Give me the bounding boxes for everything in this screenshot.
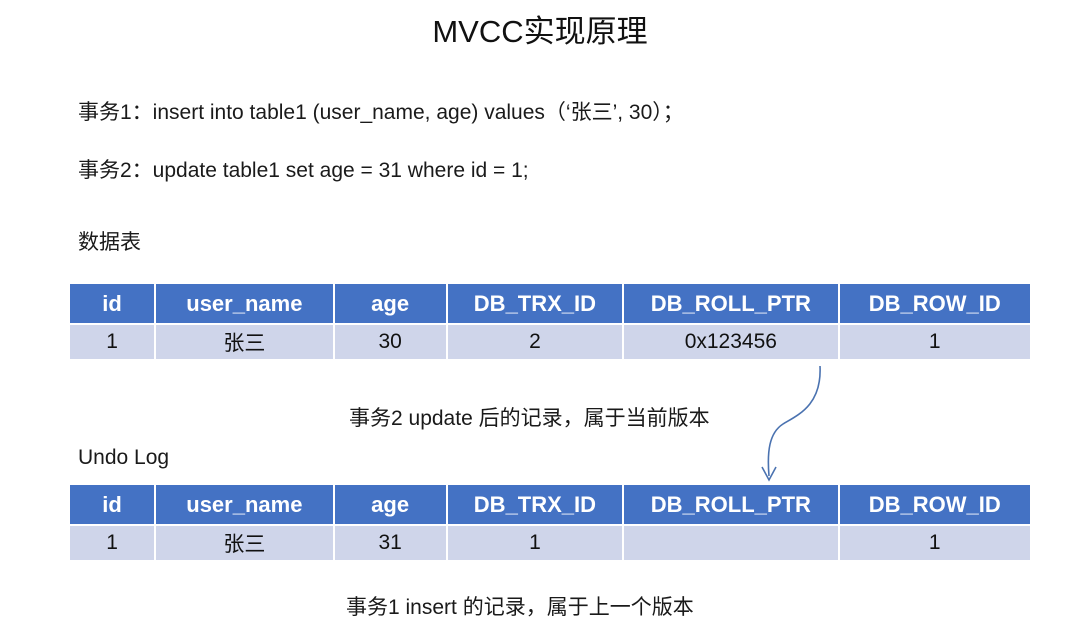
undo-table-header-row: id user_name age DB_TRX_ID DB_ROLL_PTR D… (70, 485, 1030, 524)
header-age: age (334, 485, 446, 524)
table-row: 1 张三 30 2 0x123456 1 (70, 325, 1030, 359)
transaction-2-text: 事务2：update table1 set age = 31 where id … (78, 159, 529, 182)
header-db-row-id: DB_ROW_ID (839, 485, 1030, 524)
cell-id: 1 (70, 325, 155, 359)
table-row: 1 张三 31 1 1 (70, 526, 1030, 560)
cell-db-roll-ptr: 0x123456 (624, 325, 838, 359)
cell-user-name: 张三 (156, 325, 333, 359)
undo-log-label: Undo Log (78, 446, 170, 469)
cell-age: 30 (334, 325, 446, 359)
cell-db-row-id: 1 (839, 325, 1030, 359)
roll-pointer-arrow-line (767, 365, 821, 477)
data-table-header-row: id user_name age DB_TRX_ID DB_ROLL_PTR D… (70, 284, 1030, 323)
header-db-trx-id: DB_TRX_ID (447, 284, 623, 323)
header-user-name: user_name (156, 284, 333, 323)
data-table-label: 数据表 (78, 231, 141, 254)
previous-version-caption: 事务1 insert 的记录，属于上一个版本 (346, 596, 694, 619)
cell-db-trx-id: 1 (447, 526, 623, 560)
undo-log-table: id user_name age DB_TRX_ID DB_ROLL_PTR D… (68, 483, 1032, 562)
roll-pointer-arrow-head (761, 466, 777, 482)
cell-db-roll-ptr (624, 526, 838, 560)
cell-age: 31 (334, 526, 446, 560)
page-title: MVCC实现原理 (432, 14, 648, 49)
header-db-roll-ptr: DB_ROLL_PTR (624, 284, 838, 323)
header-age: age (334, 284, 446, 323)
header-db-roll-ptr: DB_ROLL_PTR (624, 485, 838, 524)
header-db-trx-id: DB_TRX_ID (447, 485, 623, 524)
data-table: id user_name age DB_TRX_ID DB_ROLL_PTR D… (68, 282, 1032, 361)
transaction-1-text: 事务1：insert into table1 (user_name, age) … (78, 101, 684, 124)
cell-id: 1 (70, 526, 155, 560)
header-user-name: user_name (156, 485, 333, 524)
current-version-caption: 事务2 update 后的记录，属于当前版本 (349, 407, 710, 430)
header-id: id (70, 485, 155, 524)
cell-user-name: 张三 (156, 526, 333, 560)
header-db-row-id: DB_ROW_ID (839, 284, 1030, 323)
header-id: id (70, 284, 155, 323)
cell-db-trx-id: 2 (447, 325, 623, 359)
cell-db-row-id: 1 (839, 526, 1030, 560)
